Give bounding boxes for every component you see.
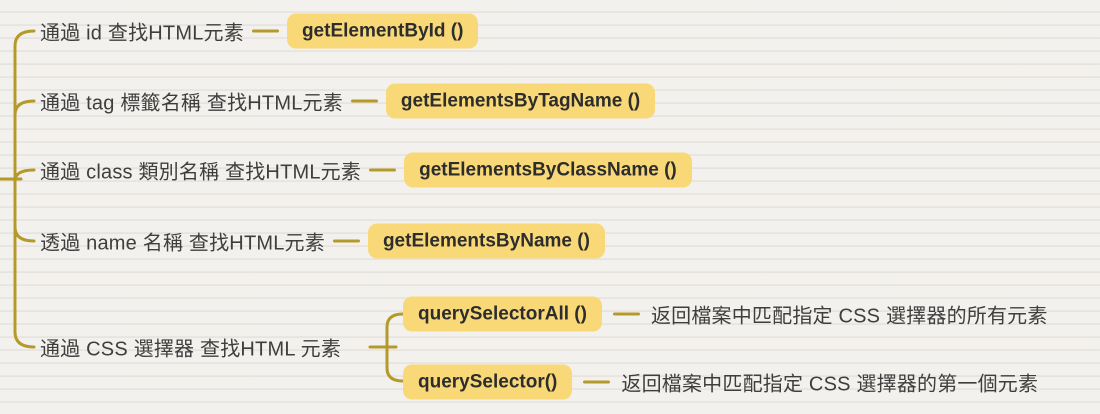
branch4-curve	[13, 225, 36, 243]
child-row-queryselectorall: querySelectorAll () 返回檔案中匹配指定 CSS 選擇器的所有…	[403, 296, 1048, 332]
branch-label[interactable]: 通過 class 類別名稱 查找HTML元素	[40, 161, 362, 184]
method-node[interactable]: querySelector()	[403, 364, 573, 400]
dash-connector	[332, 239, 360, 243]
branch-row-tag: 通過 tag 標籤名稱 查找HTML元素 getElementsByTagNam…	[40, 83, 656, 119]
dash-connector	[612, 312, 640, 316]
child-description[interactable]: 返回檔案中匹配指定 CSS 選擇器的第一個元素	[621, 373, 1039, 396]
child-description[interactable]: 返回檔案中匹配指定 CSS 選擇器的所有元素	[650, 305, 1048, 328]
method-node[interactable]: getElementsByName ()	[367, 223, 605, 259]
branch-label[interactable]: 通過 CSS 選擇器 查找HTML 元素	[40, 338, 342, 361]
dash-connector	[350, 99, 378, 103]
branch-row-class: 通過 class 類別名稱 查找HTML元素 getElementsByClas…	[40, 152, 692, 188]
trunk-connector	[13, 29, 36, 349]
branch-label[interactable]: 通過 id 查找HTML元素	[40, 22, 244, 45]
dash-connector	[369, 168, 397, 172]
dash-connector	[251, 29, 279, 33]
child-row-queryselector: querySelector() 返回檔案中匹配指定 CSS 選擇器的第一個元素	[403, 364, 1039, 400]
branch-row-name: 透過 name 名稱 查找HTML元素 getElementsByName ()	[40, 223, 605, 259]
branch3-curve	[13, 168, 36, 183]
dash-connector	[583, 380, 611, 384]
branch2-curve	[13, 99, 36, 117]
method-node[interactable]: getElementsByClassName ()	[404, 152, 692, 188]
method-node[interactable]: querySelectorAll ()	[403, 296, 602, 332]
branch-row-id: 通過 id 查找HTML元素 getElementById ()	[40, 13, 479, 49]
branch-label[interactable]: 通過 tag 標籤名稱 查找HTML元素	[40, 92, 343, 115]
fork-bracket	[385, 312, 405, 383]
method-node[interactable]: getElementsByTagName ()	[385, 83, 656, 119]
branch-label[interactable]: 透過 name 名稱 查找HTML元素	[40, 232, 325, 255]
branch-row-css-selector: 通過 CSS 選擇器 查找HTML 元素	[40, 333, 341, 362]
method-node[interactable]: getElementById ()	[286, 13, 479, 49]
